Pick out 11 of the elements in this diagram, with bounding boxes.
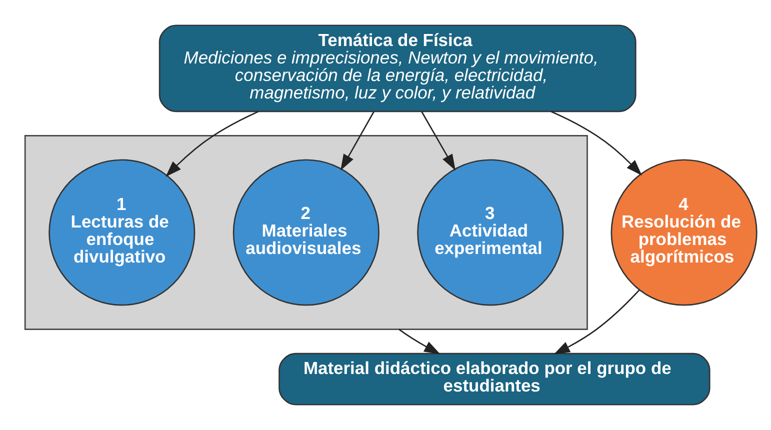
arrow xyxy=(554,290,640,354)
node-circle: 3 Actividad experimental xyxy=(417,159,564,306)
arrow xyxy=(340,111,374,170)
node-box: Temática de Física Mediciones e imprecisiones, Newton y el movimiento, conservación de la energía, electricidad, magnetismo, luz y color, y relatividad xyxy=(158,24,636,112)
arrow xyxy=(166,110,259,177)
node-box: Material didáctico elaborado por el grupo de estudiantes xyxy=(278,352,710,406)
node-circle: 2 Materiales audiovisuales xyxy=(232,159,380,306)
arrow xyxy=(398,328,440,354)
arrow xyxy=(421,111,456,170)
arrow xyxy=(551,111,642,176)
cluster xyxy=(24,134,588,330)
